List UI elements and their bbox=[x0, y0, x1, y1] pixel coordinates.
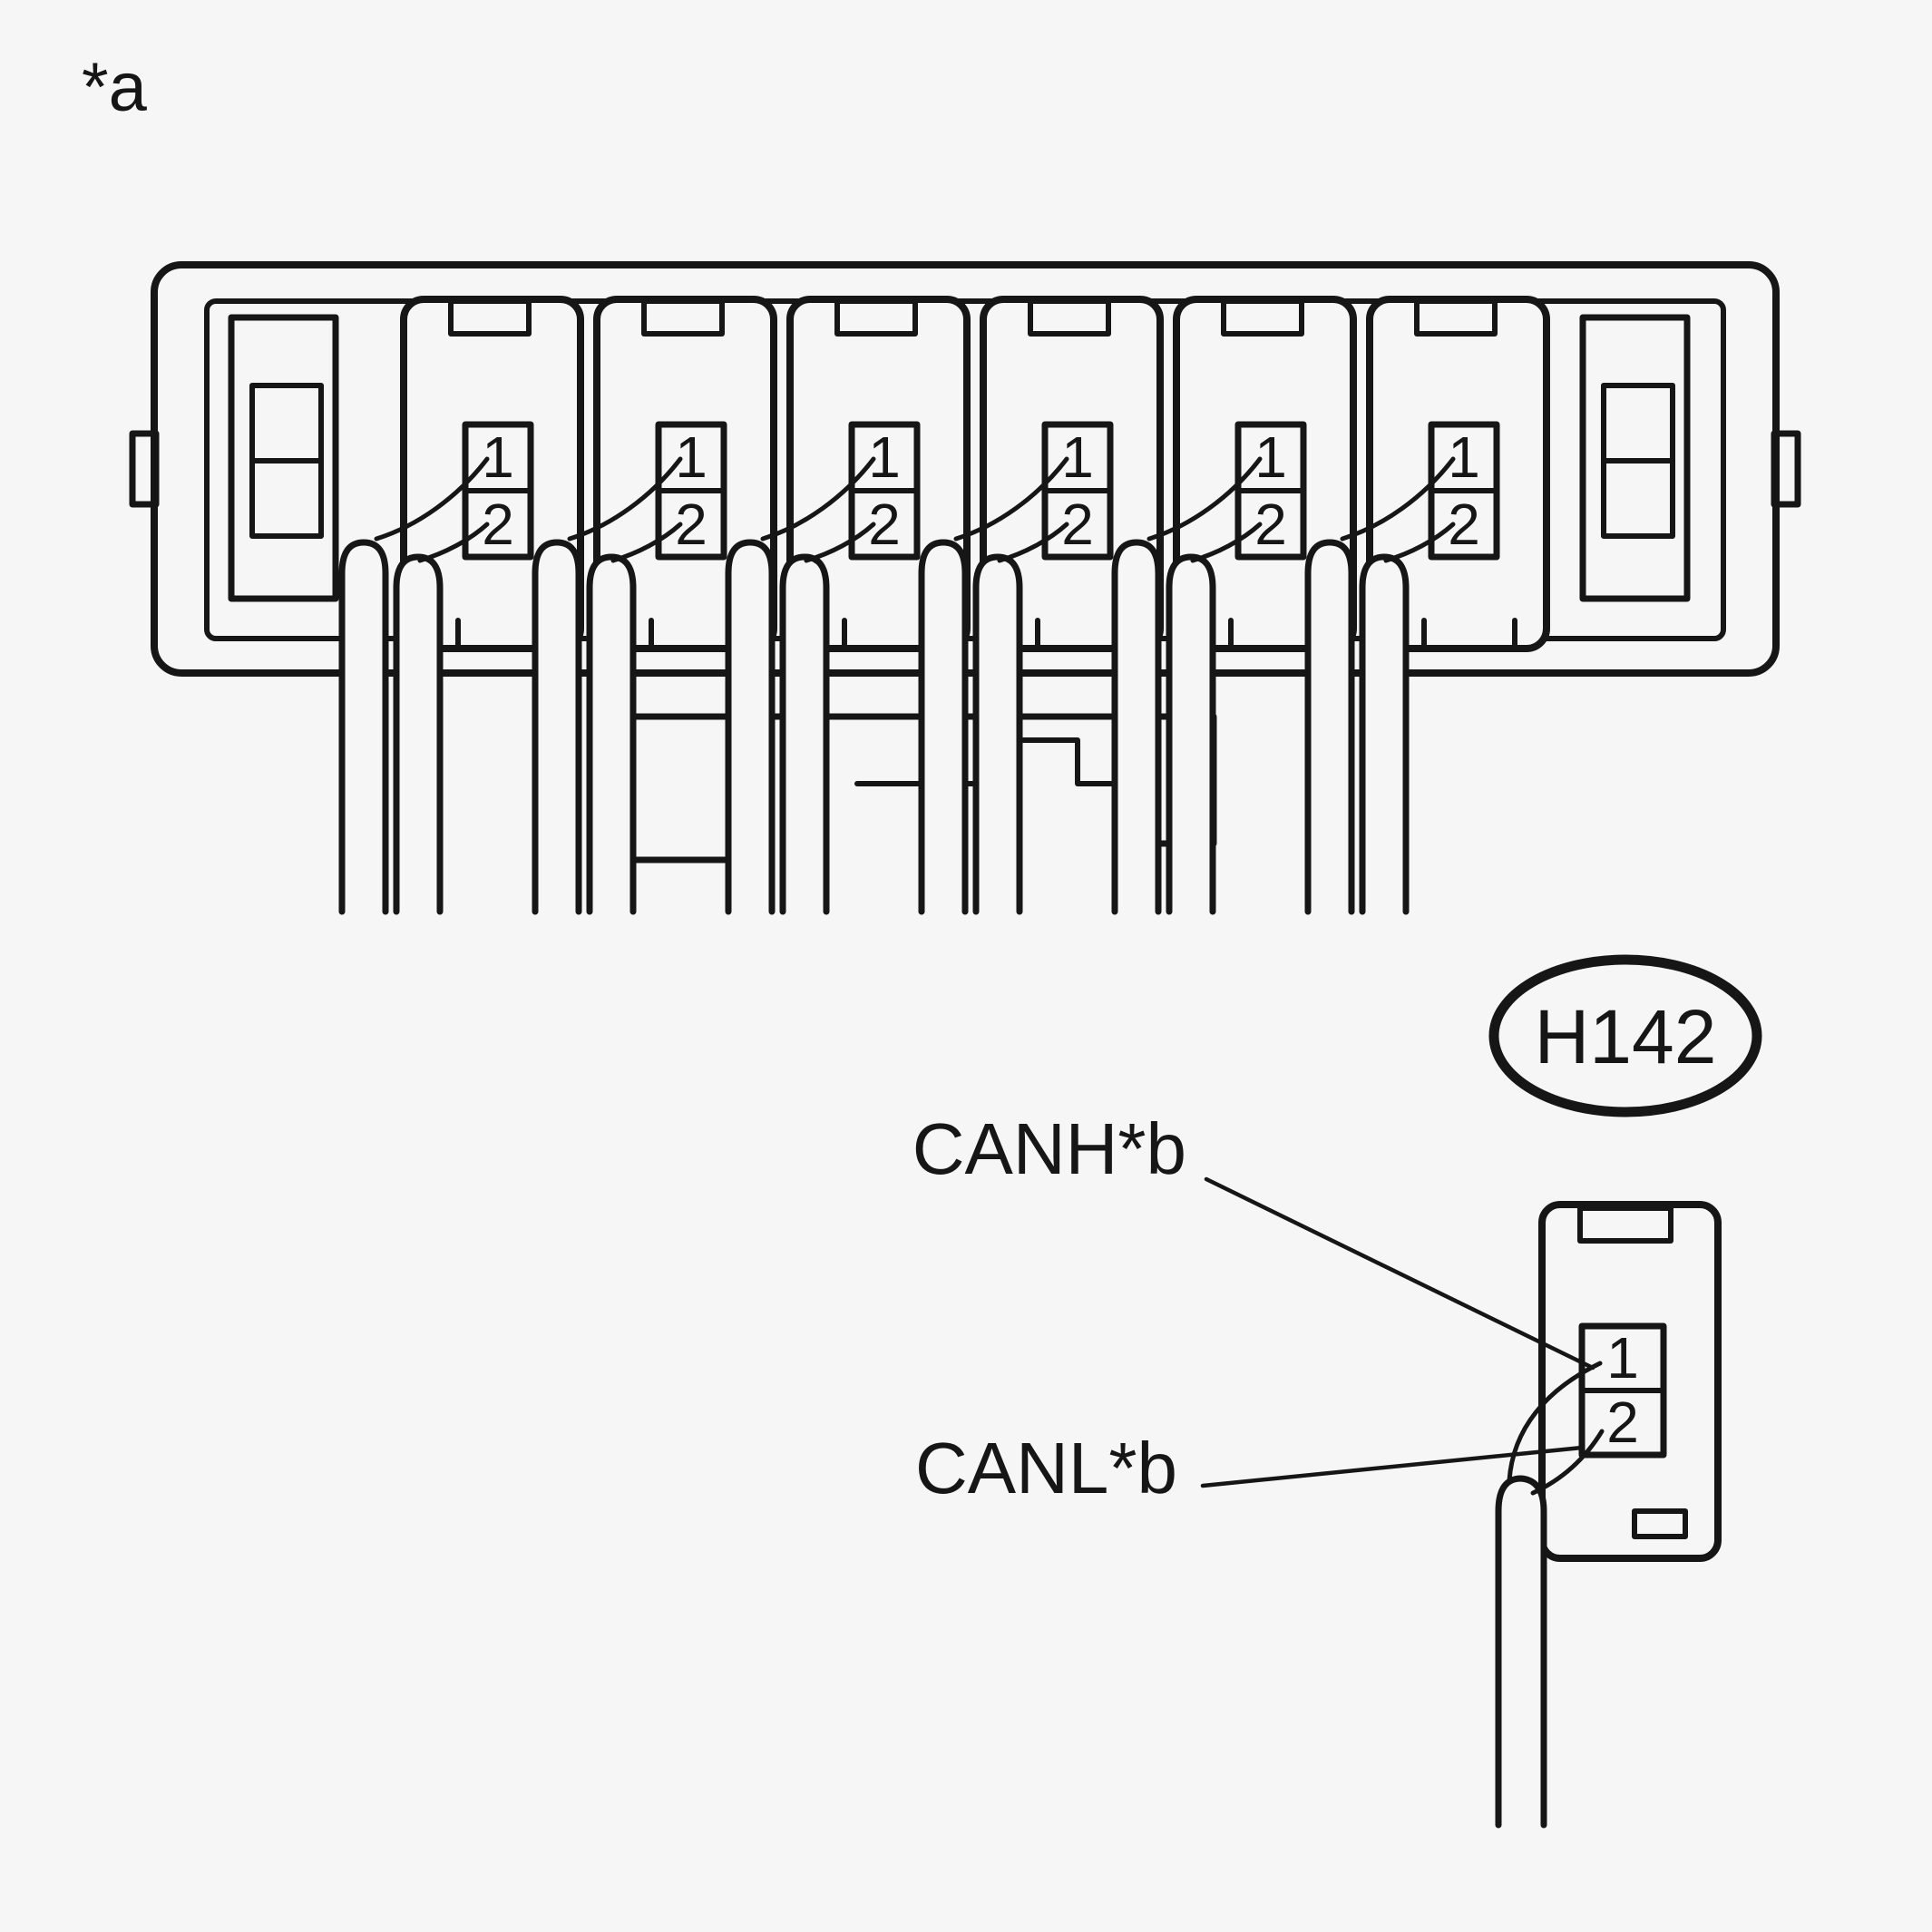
junction-slot-2: 1 2 bbox=[535, 299, 774, 912]
view-annotation-label: *a bbox=[82, 49, 148, 126]
h142-pin2-pointer-curve bbox=[1530, 1429, 1605, 1496]
pin-1-label: 1 bbox=[868, 424, 901, 490]
connector-id-label: H142 bbox=[1535, 994, 1717, 1079]
h142-wire bbox=[1495, 1475, 1547, 1829]
pin-2-label: 2 bbox=[482, 492, 514, 557]
h142-foot-detail bbox=[1632, 1508, 1688, 1539]
pin-1-label: 1 bbox=[482, 424, 514, 490]
canl-leader-line bbox=[1200, 1445, 1585, 1488]
pin-1-label: 1 bbox=[1448, 424, 1480, 490]
connector-h142-assembly: H142 1 2 CANH*b CANL*b bbox=[912, 954, 1762, 1829]
housing-left-tab bbox=[129, 430, 160, 508]
junction-slot-4: 1 2 bbox=[922, 299, 1160, 912]
junction-slot-6: 1 2 bbox=[1308, 299, 1547, 912]
pin-1-label: 1 bbox=[1254, 424, 1287, 490]
right-end-cavity bbox=[1579, 314, 1691, 602]
canh-signal-label: CANH*b bbox=[912, 1108, 1186, 1189]
housing-right-tab bbox=[1771, 430, 1801, 508]
pin-2-label: 2 bbox=[868, 492, 901, 557]
h142-pin-2-label: 2 bbox=[1606, 1390, 1639, 1455]
pin-1-label: 1 bbox=[1061, 424, 1094, 490]
pin-2-label: 2 bbox=[1254, 492, 1287, 557]
left-end-cavity bbox=[228, 314, 339, 602]
junction-slot-5: 1 2 bbox=[1115, 299, 1353, 912]
junction-slot-1: 1 2 bbox=[342, 299, 581, 912]
junction-slot-3: 1 2 bbox=[728, 299, 967, 912]
pin-1-label: 1 bbox=[675, 424, 707, 490]
h142-latch-notch bbox=[1577, 1205, 1673, 1244]
drawing-layer: *a 1 bbox=[82, 49, 1801, 1829]
canh-leader-line bbox=[1204, 1176, 1595, 1371]
canl-signal-label: CANL*b bbox=[915, 1428, 1177, 1508]
pin-2-label: 2 bbox=[1448, 492, 1480, 557]
h142-pin-1-label: 1 bbox=[1606, 1325, 1639, 1390]
pin-2-label: 2 bbox=[675, 492, 707, 557]
h142-pin1-pointer-curve bbox=[1507, 1361, 1603, 1483]
junction-connector: 1 2 1 2 1 2 1 2 bbox=[129, 261, 1801, 912]
connector-id-badge bbox=[1488, 954, 1762, 1117]
pin-2-label: 2 bbox=[1061, 492, 1094, 557]
